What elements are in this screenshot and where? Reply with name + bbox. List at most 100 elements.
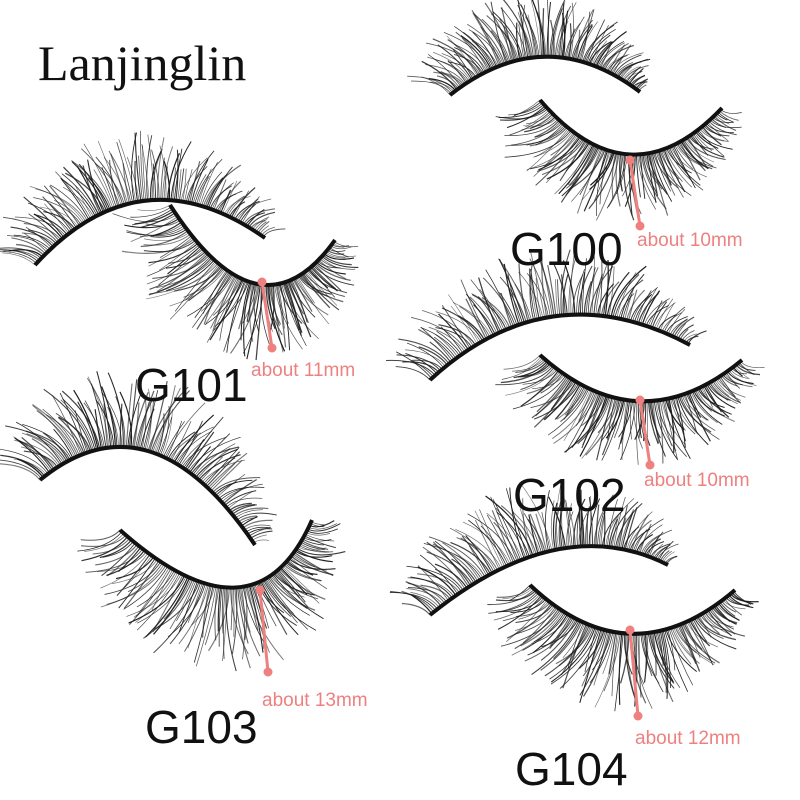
lash-hair	[50, 184, 88, 222]
lower-lash-g100	[495, 98, 742, 221]
lash-hair	[146, 249, 205, 285]
lash-hair	[584, 627, 598, 672]
lash-hair	[495, 507, 527, 559]
lash-hair	[23, 196, 65, 238]
lash-hair	[541, 140, 588, 176]
lash-hair	[83, 402, 105, 449]
lash-hair	[265, 284, 276, 330]
lash-hair	[284, 282, 303, 333]
lash-hair	[26, 433, 66, 463]
lash-hair	[530, 380, 575, 409]
lash-hair	[274, 284, 303, 350]
lash-hair	[621, 512, 634, 550]
lash-hair	[720, 109, 742, 114]
lash-hair	[585, 267, 599, 315]
lower-lash-g102	[495, 353, 765, 465]
lash-hair	[582, 24, 615, 63]
lash-hair	[136, 390, 155, 449]
lash-hair	[595, 153, 620, 221]
lash-hair	[406, 342, 445, 369]
lash-hair	[576, 269, 585, 315]
lash-hair	[212, 278, 242, 316]
lash-hair	[222, 587, 229, 662]
lash-hair	[405, 349, 446, 367]
lash-hair	[223, 281, 248, 352]
lash-hair	[90, 383, 107, 449]
lash-hair	[135, 566, 170, 617]
lash-hair	[448, 61, 477, 78]
lash-hair	[559, 139, 586, 182]
lash-hair	[221, 587, 224, 634]
lash-hair	[276, 284, 287, 348]
lash-hair	[676, 143, 713, 170]
lash-hair	[597, 283, 615, 316]
lash-hair	[471, 293, 509, 330]
lash-hair	[213, 280, 247, 331]
lash-hair	[593, 273, 603, 316]
lash-hair	[555, 279, 559, 316]
lash-hair	[647, 153, 668, 195]
lash-hair	[493, 521, 520, 562]
lash-hair	[569, 511, 577, 547]
lash-hair	[472, 41, 496, 68]
lash-hair	[701, 126, 722, 146]
lower-lash-g103	[77, 519, 346, 672]
lash-hair	[653, 302, 676, 329]
lash-hair	[594, 632, 620, 708]
lash-hair	[96, 371, 112, 448]
lash-hair	[612, 274, 640, 318]
lash-hair	[583, 280, 593, 315]
lash-hair	[446, 35, 478, 77]
lash-hair	[491, 510, 515, 564]
lash-hair	[136, 572, 180, 631]
lash-hair	[143, 578, 194, 639]
lash-hair	[664, 399, 678, 461]
lash-hair	[55, 171, 92, 220]
lash-hair	[143, 239, 196, 253]
lash-hair	[185, 264, 221, 301]
lash-hair	[596, 149, 607, 216]
lash-hair	[311, 265, 337, 290]
lash-hair	[11, 237, 47, 255]
lash-hair	[471, 294, 507, 330]
product-code-g101: G101	[135, 359, 248, 411]
lash-hair	[292, 553, 316, 568]
lash-hair	[163, 421, 185, 457]
lash-hair	[33, 197, 82, 226]
lash-hair	[482, 277, 516, 327]
lash-hair	[512, 358, 545, 372]
lash-hair	[569, 149, 606, 190]
product-code-g103: G103	[145, 701, 258, 753]
lash-hair	[169, 579, 195, 630]
lash-hair	[253, 539, 269, 544]
lash-band	[538, 353, 744, 404]
lash-hair	[61, 390, 101, 450]
lash-hair	[191, 585, 216, 626]
lash-hair	[33, 213, 68, 236]
lash-hair	[459, 305, 491, 338]
lash-hair	[684, 393, 697, 432]
measure-dot	[635, 221, 645, 231]
lash-hair	[241, 586, 245, 660]
lash-hair	[271, 574, 308, 609]
lash-hair	[509, 487, 525, 559]
lash-hair	[558, 505, 564, 549]
lash-hair	[119, 391, 133, 448]
lash-hair	[658, 631, 664, 666]
lash-hair	[655, 151, 692, 196]
lash-hair	[406, 565, 462, 592]
lash-hair	[541, 619, 579, 648]
lash-hair	[0, 250, 40, 261]
lash-hair	[643, 633, 664, 693]
lash-hair	[548, 496, 567, 549]
lash-hair	[192, 174, 207, 204]
lash-hair	[160, 157, 165, 200]
lash-hair	[168, 248, 204, 264]
lash-hair	[103, 157, 129, 205]
lash-hair	[100, 563, 165, 608]
lash-hair	[21, 232, 56, 246]
lash-hair	[199, 161, 218, 206]
lash-hair	[650, 632, 674, 703]
lash-hair	[636, 401, 639, 465]
lash-hair	[555, 625, 593, 665]
